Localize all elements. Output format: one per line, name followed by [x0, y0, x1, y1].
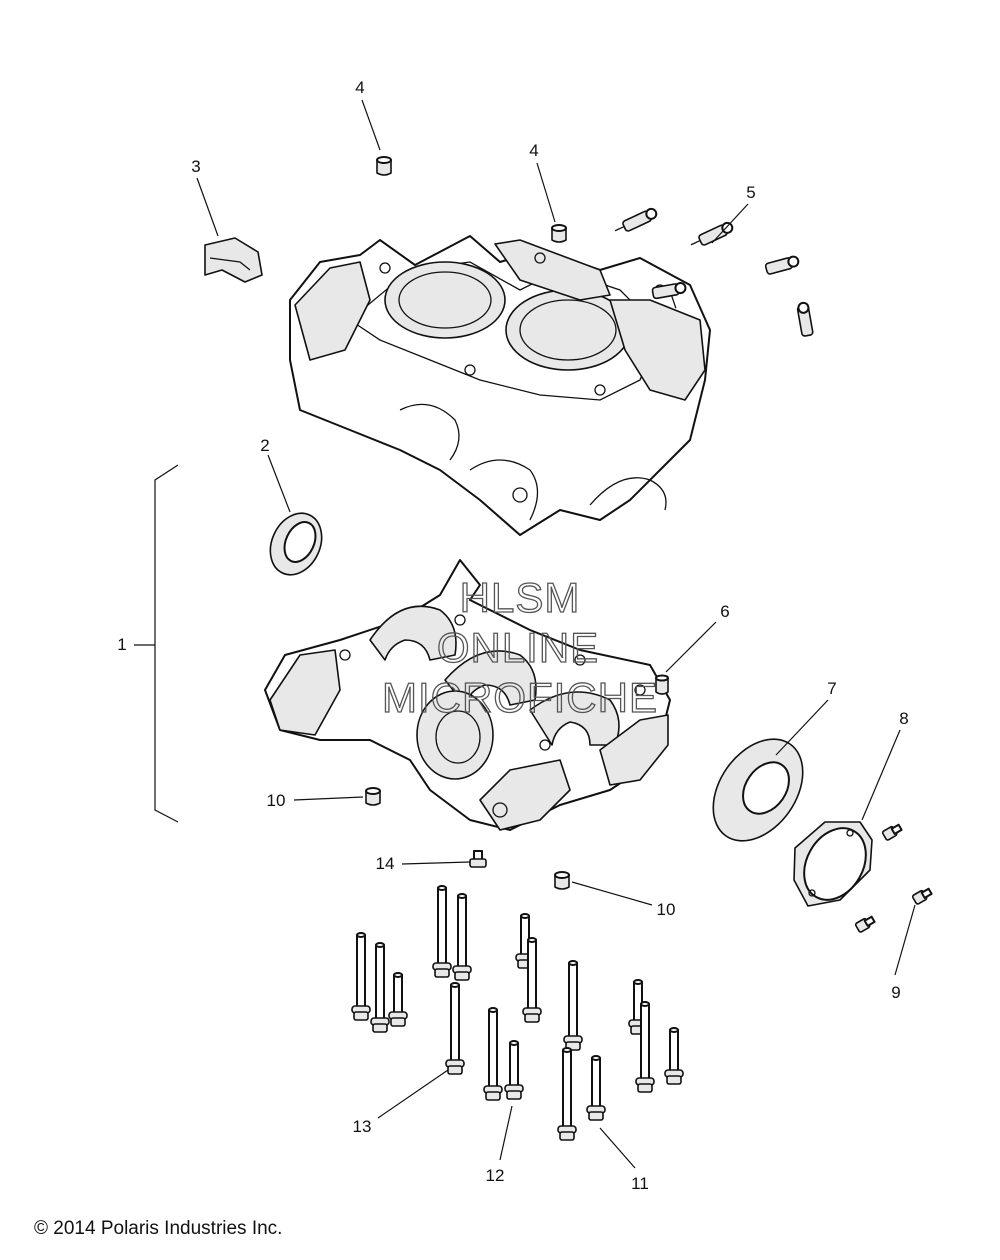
callout-10a: 10 [267, 791, 286, 810]
assembly-bracket [154, 464, 179, 823]
callout-1: 1 [117, 635, 126, 654]
callout-2: 2 [260, 436, 269, 455]
callout-11: 11 [631, 1174, 649, 1193]
bolt [432, 885, 452, 978]
bolt [522, 937, 542, 1023]
callout-14: 14 [376, 854, 395, 873]
dowel-part-10 [365, 787, 570, 890]
callout-12: 12 [486, 1166, 505, 1185]
bolt [483, 1007, 503, 1101]
callout-13: 13 [353, 1117, 372, 1136]
bolt [388, 972, 408, 1027]
callout-7: 7 [827, 679, 836, 698]
fitting-part-5 [614, 207, 814, 337]
leader-lines [196, 99, 916, 1169]
bolt [445, 982, 465, 1075]
callout-8: 8 [899, 709, 908, 728]
watermark: HLSM ONLINE MICROFICHE [381, 573, 658, 721]
watermark-line-3: MICROFICHE [382, 674, 658, 721]
callout-3: 3 [191, 157, 200, 176]
bracket-part-3 [204, 237, 263, 283]
bolt-group [351, 885, 684, 1141]
callout-10b: 10 [657, 900, 676, 919]
bolt [635, 1001, 655, 1093]
lower-crankcase [264, 559, 671, 831]
seal-part-2 [269, 512, 323, 576]
seal-plate-part-7 [712, 738, 804, 842]
bolt [628, 979, 648, 1035]
bolt [557, 1047, 577, 1141]
callout-6: 6 [720, 602, 729, 621]
bolt [586, 1055, 606, 1121]
callout-9: 9 [891, 983, 900, 1002]
callout-5: 5 [746, 183, 755, 202]
dowel-part-6 [655, 674, 669, 695]
callout-4a: 4 [355, 78, 364, 97]
bolt [452, 893, 472, 981]
watermark-line-1: HLSM [460, 574, 581, 621]
callout-4b: 4 [529, 141, 538, 160]
bolt-part-14 [469, 850, 487, 868]
watermark-line-2: ONLINE [437, 624, 599, 671]
cover-part-8 [793, 821, 873, 907]
callouts: 1 2 3 4 4 5 6 7 8 9 10 10 11 12 13 14 [117, 78, 908, 1193]
bolt [370, 942, 390, 1033]
bolt [664, 1027, 684, 1085]
dowel-part-4 [376, 156, 567, 243]
screw-part-9 [854, 823, 933, 933]
upper-crankcase [289, 235, 711, 536]
bolt [504, 1040, 524, 1100]
bolt [351, 932, 371, 1021]
copyright-notice: © 2014 Polaris Industries Inc. [34, 1218, 283, 1239]
bolt [563, 960, 583, 1051]
